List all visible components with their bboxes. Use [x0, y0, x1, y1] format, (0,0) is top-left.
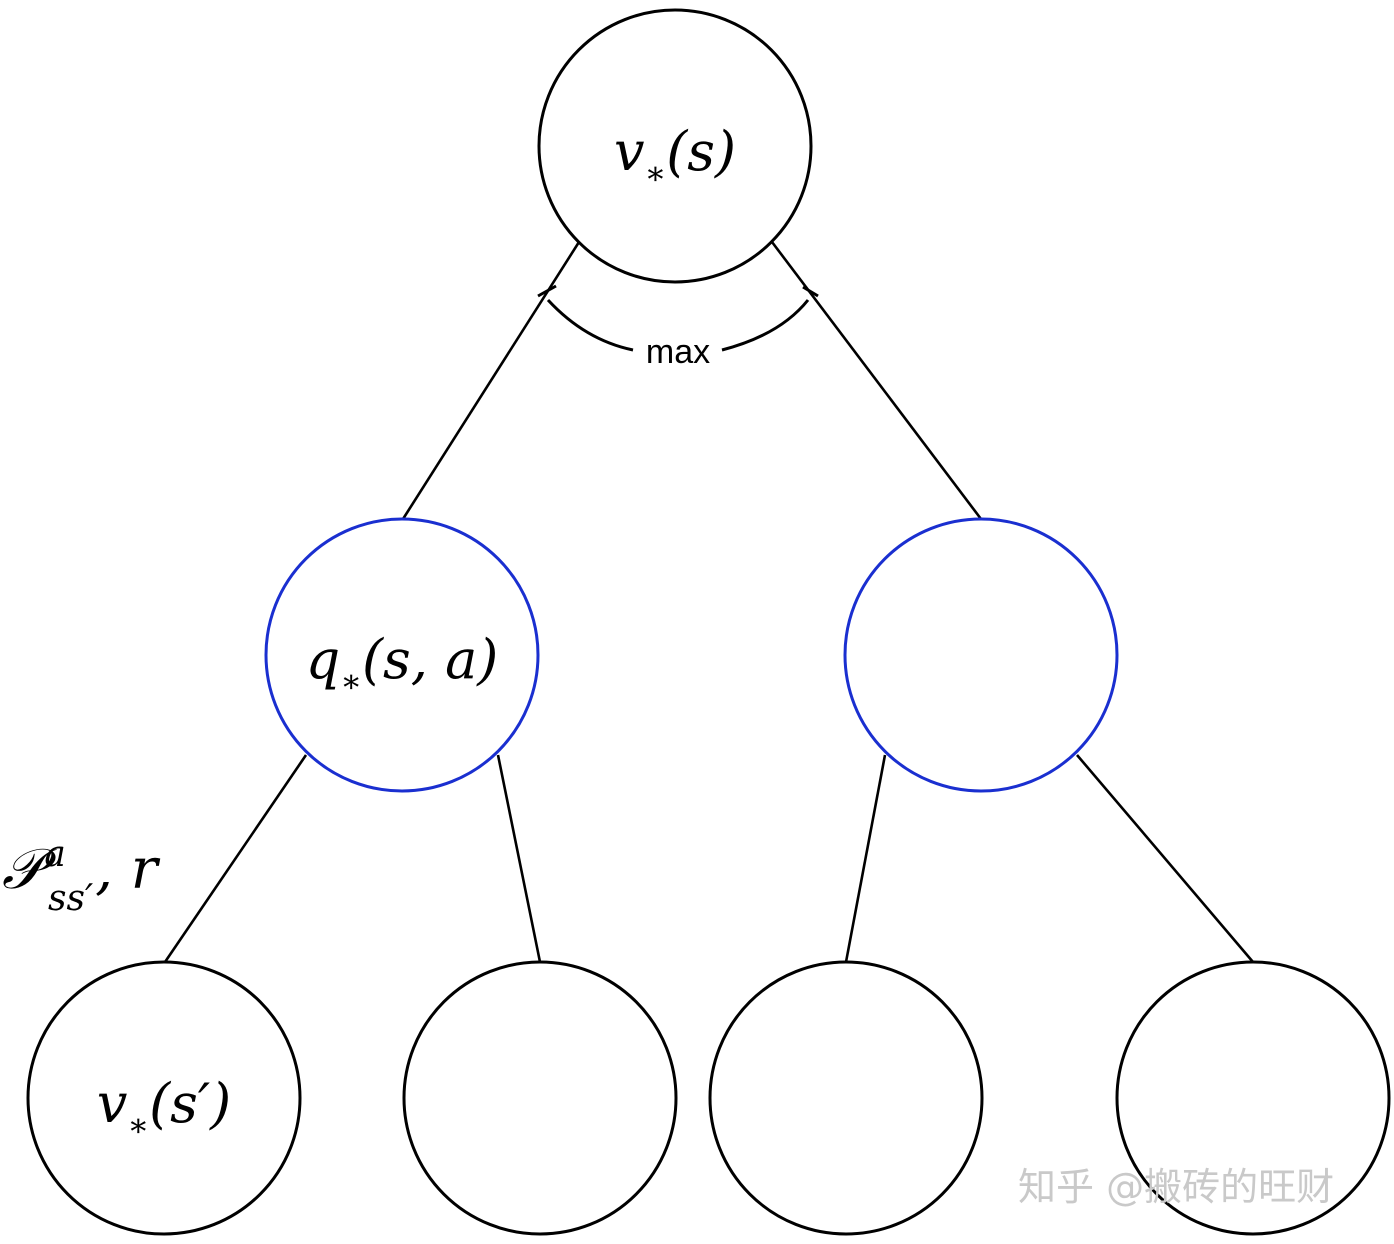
transition-label-sup: a	[44, 834, 65, 875]
leaf-state-node-4	[1115, 960, 1391, 1236]
edge-left-action-to-leaf-1	[163, 754, 308, 963]
leaf-state-node-1	[26, 960, 302, 1236]
leaf-state-label: v∗(s′)	[97, 1072, 231, 1144]
edge-left-action-to-leaf-2	[496, 754, 542, 963]
action-label-main: q	[306, 628, 341, 691]
left-action-node	[264, 517, 540, 793]
root-state-label-main: v	[614, 120, 645, 183]
leaf-state-node-3	[708, 960, 984, 1236]
edge-root-to-left-action	[401, 241, 581, 520]
transition-label-sub: ss′	[48, 878, 93, 919]
action-label-sub: ∗	[340, 662, 362, 700]
edge-right-action-to-leaf-3	[844, 754, 887, 963]
zhihu-watermark: 知乎 @搬砖的旺财	[1018, 1165, 1334, 1209]
transition-label-rest: , r	[95, 837, 161, 902]
edge-root-to-right-action	[770, 241, 983, 520]
right-action-node	[843, 517, 1119, 793]
leaf-state-node-2	[402, 960, 678, 1236]
max-arc-tick-right	[802, 285, 819, 298]
leaf-state-label-main: v	[97, 1072, 128, 1135]
leaf-state-label-sub: ∗	[127, 1106, 149, 1144]
root-state-label-arg: (s)	[666, 120, 736, 183]
root-state-node	[537, 8, 813, 284]
max-label: max	[646, 333, 710, 371]
action-label-arg: (s, a)	[362, 628, 498, 691]
leaf-state-label-arg: (s′)	[149, 1072, 231, 1135]
max-arc	[546, 298, 810, 352]
root-state-label-sub: ∗	[644, 154, 666, 192]
edge-right-action-to-leaf-4	[1076, 754, 1254, 963]
left-action-label: q∗(s, a)	[306, 628, 499, 700]
max-arc-tick-left	[537, 284, 557, 298]
root-state-label: v∗(s)	[614, 120, 736, 192]
